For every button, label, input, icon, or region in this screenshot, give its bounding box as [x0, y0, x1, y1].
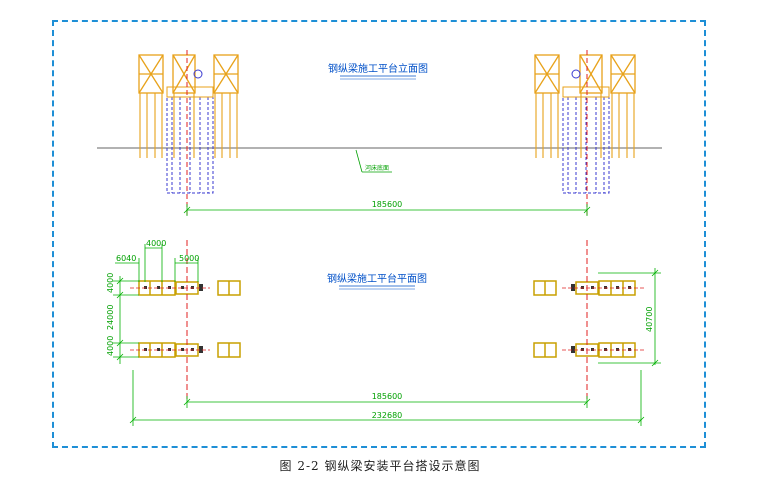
- dim-4000-top: 4000: [146, 239, 166, 248]
- span-dimension-plan: [183, 396, 591, 408]
- elevation-title: 钢纵梁施工平台立面图: [328, 62, 428, 75]
- span-dimension-elev: [183, 204, 591, 216]
- figure-caption: 图 2-2 钢纵梁安装平台搭设示意图: [279, 459, 481, 473]
- total-label: 232680: [372, 411, 403, 420]
- top-dimensions: [115, 244, 199, 282]
- total-dimension: [129, 370, 645, 426]
- ground-label: 河床底面: [365, 164, 389, 172]
- plan-view: 钢纵梁施工平台平面图 6040 4000 5000 4000 24000 400…: [106, 239, 661, 426]
- dim-left-24000: 24000: [106, 305, 115, 330]
- dim-6040: 6040: [116, 254, 136, 263]
- drawing-frame: [52, 20, 706, 448]
- left-tower-group: [138, 50, 239, 215]
- right-tower-group: [534, 50, 636, 215]
- elevation-view: 钢纵梁施工平台立面图 河床底面 185600: [97, 50, 662, 216]
- dim-left-4000-a: 4000: [106, 273, 115, 293]
- left-vertical-dimensions: [113, 276, 139, 364]
- plan-title: 钢纵梁施工平台平面图: [327, 272, 427, 285]
- dim-left-4000-b: 4000: [106, 336, 115, 356]
- dim-right-40700: 40700: [645, 307, 654, 332]
- right-vertical-dimension: [598, 268, 661, 367]
- dim-5000: 5000: [179, 254, 199, 263]
- span-plan-label: 185600: [372, 392, 403, 401]
- span-elev-label: 185600: [372, 200, 403, 209]
